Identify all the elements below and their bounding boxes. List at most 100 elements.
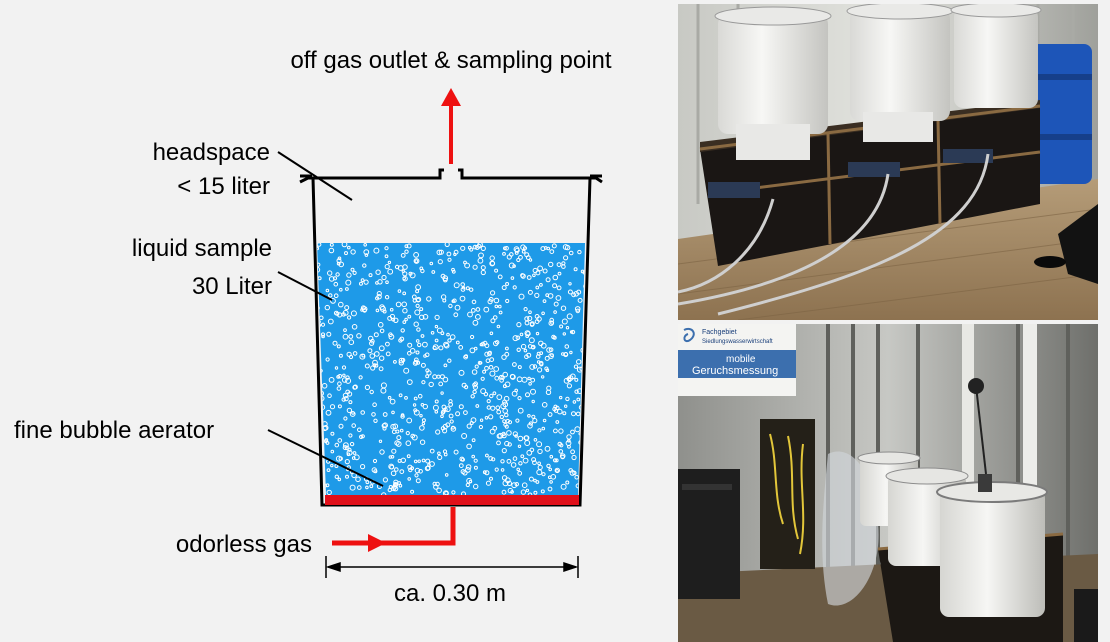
bubble — [487, 299, 493, 305]
bubble — [525, 331, 531, 337]
bubble — [327, 318, 334, 325]
bubble — [327, 270, 333, 276]
bubble — [567, 438, 571, 443]
bubble — [482, 369, 487, 374]
bubble — [536, 469, 543, 476]
bubble — [342, 445, 348, 451]
bubble — [384, 254, 389, 259]
bubble — [449, 419, 454, 424]
bubble — [455, 340, 460, 345]
bubble — [411, 434, 418, 441]
bubble — [480, 269, 486, 276]
bubble — [561, 318, 568, 325]
bubble — [500, 459, 505, 464]
bubble — [505, 298, 510, 304]
bubble — [454, 304, 461, 311]
bubble — [426, 296, 432, 302]
bubble — [415, 350, 420, 355]
bubble — [470, 394, 475, 399]
sign-line-4: Geruchsmessung — [692, 365, 778, 377]
bubble — [380, 382, 387, 389]
bubble — [491, 457, 496, 462]
bubble — [502, 419, 507, 424]
bubble — [467, 311, 473, 318]
bubble — [317, 243, 322, 247]
bubble — [527, 423, 533, 429]
bubble — [344, 305, 350, 311]
bubble — [531, 414, 536, 419]
bubble — [436, 249, 443, 256]
bubble — [437, 454, 443, 460]
bubble — [525, 488, 530, 493]
bubble — [568, 250, 574, 256]
bubble — [576, 397, 581, 402]
bubble — [480, 265, 486, 271]
bubble — [379, 449, 385, 455]
bubble — [511, 390, 518, 397]
bubble — [536, 441, 543, 448]
bubble — [545, 389, 552, 395]
aerator-label: fine bubble aerator — [14, 417, 214, 444]
bubble — [459, 456, 465, 462]
bubble — [567, 375, 574, 382]
bubble — [413, 258, 420, 264]
bubble — [557, 271, 562, 276]
bubble — [555, 295, 562, 301]
bubble — [359, 353, 366, 360]
bubble — [460, 245, 466, 251]
bubble — [537, 367, 543, 373]
bubble — [520, 244, 526, 250]
bubble — [514, 434, 518, 438]
bubble — [475, 314, 481, 320]
bubble — [402, 308, 408, 314]
bubble — [416, 327, 421, 332]
bubble — [347, 447, 352, 452]
bubble — [458, 463, 464, 469]
bubble — [547, 412, 553, 417]
bubble — [385, 280, 389, 285]
bubble — [472, 389, 477, 395]
bubble — [537, 265, 543, 272]
bubble — [477, 243, 483, 248]
bubble — [345, 279, 352, 286]
bubble — [575, 411, 581, 417]
bubble — [399, 428, 404, 433]
bubble — [527, 376, 531, 381]
bubble — [545, 277, 551, 283]
bubble — [532, 364, 538, 369]
bubble — [526, 275, 532, 280]
bubble — [444, 491, 449, 495]
bubble — [338, 423, 344, 429]
bubble — [338, 261, 345, 268]
bubble — [478, 252, 484, 259]
bubble — [546, 347, 552, 353]
bubble — [472, 382, 478, 388]
liquid-sample-label: liquid sample — [132, 235, 272, 262]
bubble — [549, 317, 555, 323]
bubble — [415, 339, 420, 343]
bubble — [409, 348, 416, 354]
bubble — [516, 322, 522, 328]
bubble — [487, 351, 492, 357]
bubble — [343, 396, 349, 402]
bubble — [373, 469, 378, 474]
bubble — [490, 405, 496, 411]
bubble — [416, 360, 421, 365]
bubble — [337, 381, 342, 387]
bubble — [462, 470, 468, 476]
bubble — [559, 324, 564, 329]
bubble — [560, 454, 565, 460]
bubble — [335, 455, 342, 462]
bubble — [473, 483, 479, 490]
bubble — [506, 458, 512, 464]
bubble — [357, 485, 362, 490]
bubble — [412, 298, 417, 303]
bubble — [489, 357, 495, 363]
bubble — [489, 393, 494, 399]
bubble — [528, 382, 532, 386]
bubble — [381, 274, 387, 281]
bubble — [564, 404, 568, 408]
bubble — [524, 252, 530, 258]
bubble — [529, 364, 536, 370]
bubble — [474, 364, 479, 369]
